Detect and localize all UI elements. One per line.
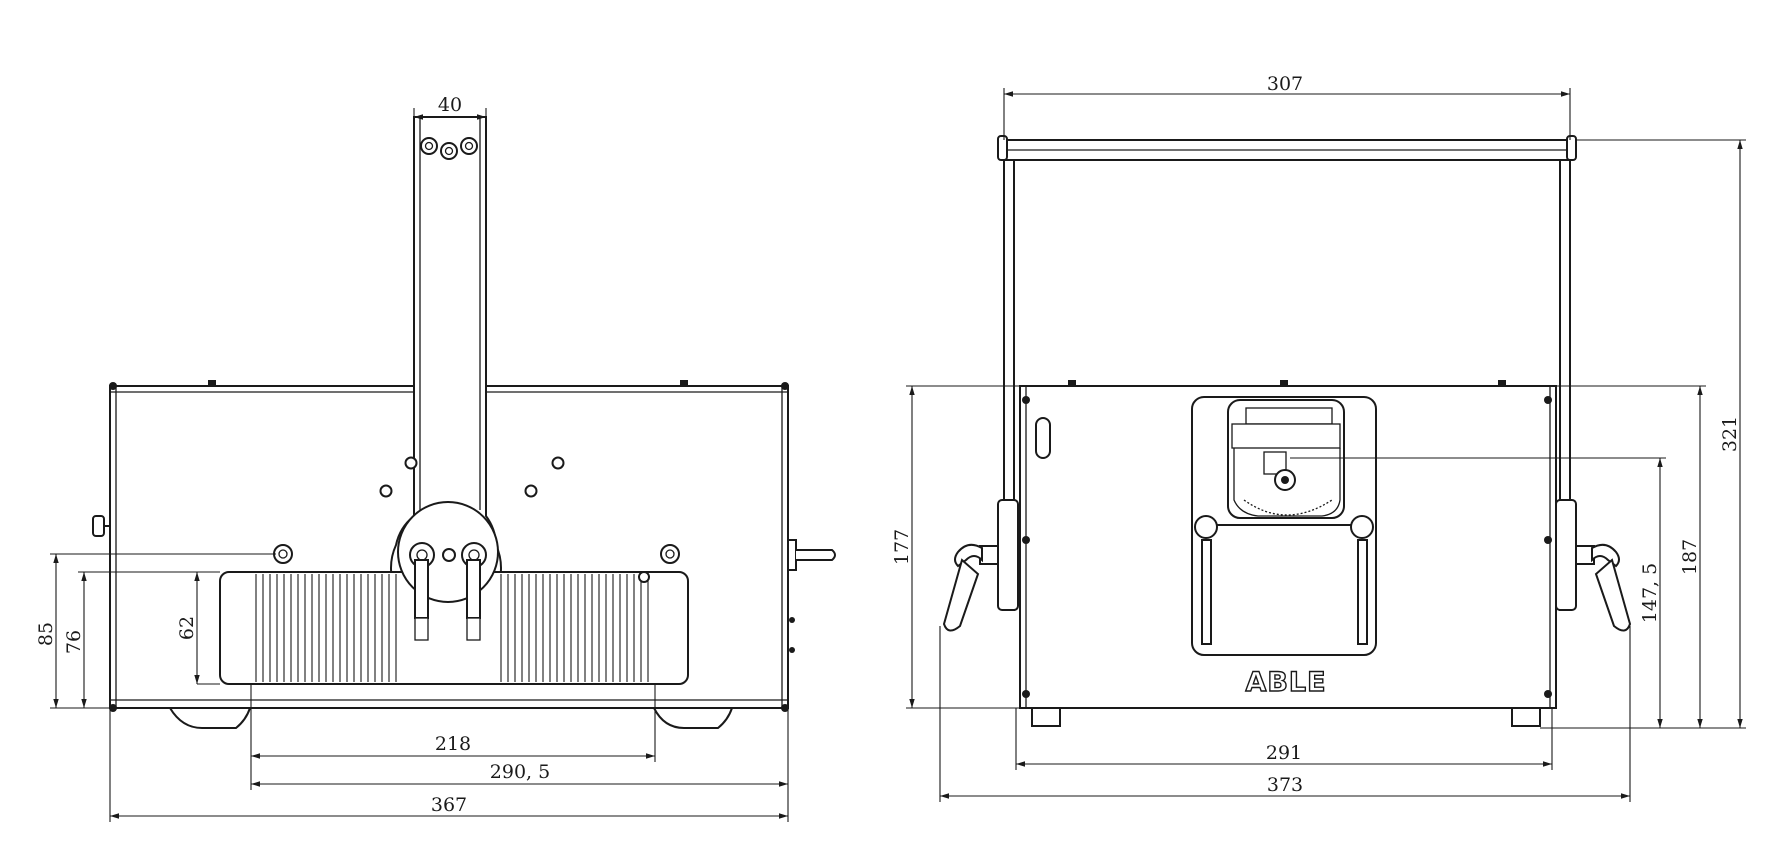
front-view: ABLE (942, 135, 1632, 727)
front-lever-left (942, 543, 999, 632)
side-view (92, 116, 836, 729)
dim-body-height-177: 177 (891, 529, 913, 565)
front-lever-right (1575, 543, 1632, 632)
pivot-clamps (414, 559, 481, 641)
dim-body-height-187: 187 (1679, 539, 1701, 575)
front-slot (1035, 417, 1051, 459)
dim-width-218: 218 (435, 733, 471, 755)
side-body-screws (273, 456, 680, 564)
able-logo: ABLE (1245, 667, 1326, 698)
dim-height-85: 85 (35, 622, 57, 646)
dim-width-290-5: 290, 5 (490, 761, 550, 783)
side-knob (92, 515, 105, 537)
dim-bracket-width: 307 (1267, 73, 1303, 95)
side-corner-screws (109, 380, 789, 712)
arm-top-bolts (420, 137, 478, 160)
side-dimension-lines (50, 108, 789, 822)
side-foot-right (653, 707, 733, 729)
side-lever (787, 539, 836, 653)
dim-body-width: 291 (1266, 742, 1302, 764)
front-foot-left (1031, 707, 1061, 727)
dim-width-367: 367 (431, 794, 467, 816)
front-body-screws (1022, 396, 1552, 698)
side-foot-left (169, 707, 251, 729)
dim-height-62: 62 (176, 616, 198, 640)
front-dimension-lines (906, 88, 1746, 802)
dim-height-76: 76 (63, 630, 85, 654)
dim-total-height: 321 (1719, 416, 1741, 452)
front-foot-right (1511, 707, 1541, 727)
dim-aperture-height: 147, 5 (1639, 563, 1661, 623)
dim-total-width: 373 (1267, 774, 1303, 796)
dim-arm-width: 40 (438, 94, 462, 116)
heatsink-fins (255, 574, 649, 682)
